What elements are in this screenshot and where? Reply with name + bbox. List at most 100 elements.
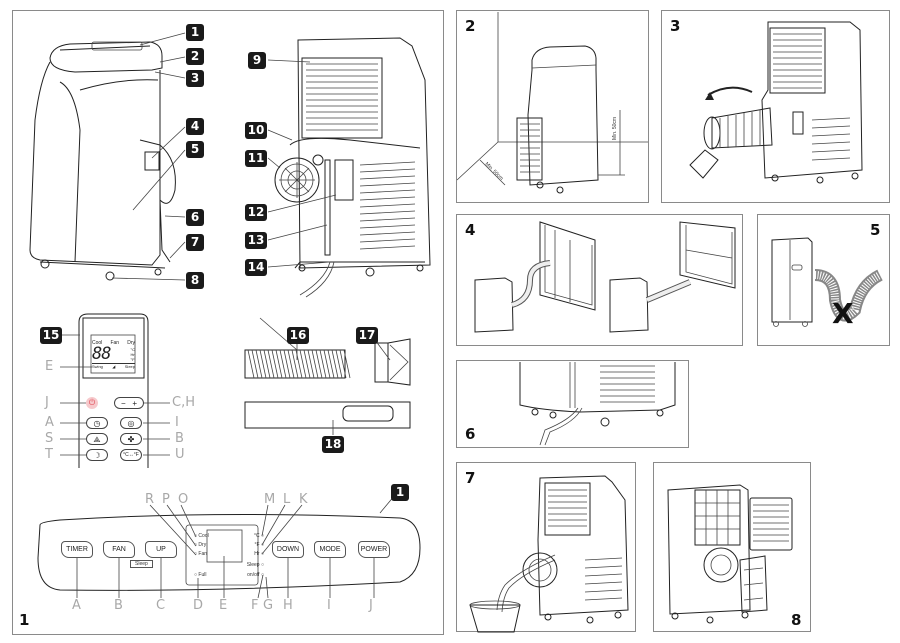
remote-label-a: A — [45, 415, 54, 430]
panel-down-button[interactable]: DOWN — [272, 541, 304, 558]
callout-18: 18 — [322, 436, 344, 453]
panel-label-g: G — [263, 598, 274, 613]
panel-label-c: C — [156, 598, 166, 613]
panel-up-button[interactable]: UP — [145, 541, 177, 558]
callout-9: 9 — [248, 52, 266, 69]
minus-icon: − — [120, 399, 126, 408]
figure-number: 2 — [465, 17, 476, 35]
panel-power-button[interactable]: POWER — [358, 541, 390, 558]
panel-timer-button[interactable]: TIMER — [61, 541, 93, 558]
callout-10: 10 — [245, 122, 267, 139]
panel-label-r: R — [145, 492, 155, 507]
panel-mode-button[interactable]: MODE — [314, 541, 346, 558]
remote-label-b: B — [175, 431, 184, 446]
lcd-unit-c: °C — [130, 347, 136, 352]
indicator-cool-label: Cool — [198, 533, 209, 539]
panel-label-e: E — [219, 598, 228, 613]
indicator-onoff-label: on/off — [247, 572, 260, 578]
indicator-fan-label: Fan — [198, 551, 208, 557]
panel-label-b: B — [114, 598, 123, 613]
figure-number: 1 — [19, 611, 30, 629]
lcd-mode-cool: Cool — [92, 340, 103, 346]
remote-swing-button[interactable]: ⟁ — [86, 433, 108, 445]
panel-label-d: D — [193, 598, 204, 613]
remote-sleep-button[interactable]: ☽ — [86, 449, 108, 461]
lcd-digits: 88 — [92, 344, 112, 364]
panel-label-i: I — [327, 598, 331, 613]
callout-13: 13 — [245, 232, 267, 249]
indicator-celsius-label: °C — [253, 533, 260, 539]
indicator-fahrenheit: °F ○ — [254, 542, 264, 548]
callout-3: 3 — [186, 70, 204, 87]
panel-label-o: O — [178, 492, 189, 507]
callout-1-panel: 1 — [391, 484, 409, 501]
callout-8: 8 — [186, 272, 204, 289]
indicator-sleep-label: Sleep — [246, 562, 260, 568]
indicator-fahrenheit-label: °F — [254, 542, 260, 548]
remote-fan-button[interactable]: ✤ — [120, 433, 142, 445]
figure-number: 5 — [870, 221, 881, 239]
incorrect-x-mark: X — [832, 297, 854, 330]
sleep-icon: ☽ — [93, 451, 101, 460]
remote-power-button[interactable]: ⏻ — [86, 397, 98, 409]
remote-unit-button[interactable]: °C↔°F — [120, 449, 142, 461]
power-icon: ⏻ — [88, 398, 96, 407]
figure-1-panel: 1 — [12, 10, 444, 635]
panel-label-k: K — [299, 492, 308, 507]
fan-icon: ✤ — [127, 435, 135, 444]
figure-number: 8 — [791, 611, 802, 629]
lcd-mode-dry: Dry — [127, 340, 135, 346]
panel-label-j: J — [369, 598, 373, 613]
remote-lcd: Cool Fan Dry 88 °C Hr °F Swing ◢ Sleep — [92, 336, 135, 373]
panel-fan-button[interactable]: FAN — [103, 541, 135, 558]
callout-2: 2 — [186, 48, 204, 65]
mode-icon: ◎ — [127, 419, 135, 428]
swing-icon: ⟁ — [93, 435, 101, 444]
indicator-sleep: Sleep ○ — [246, 562, 264, 568]
lcd-unit-hr: Hr — [130, 352, 135, 357]
panel-sleep-label: Sleep — [130, 560, 153, 568]
remote-timer-button[interactable]: ◷ — [86, 417, 108, 429]
callout-16: 16 — [287, 327, 309, 344]
callout-6: 6 — [186, 209, 204, 226]
lcd-unit-f: °F — [130, 357, 135, 362]
panel-label-a: A — [72, 598, 81, 613]
callout-14: 14 — [245, 259, 267, 276]
remote-label-e: E — [45, 359, 54, 374]
plus-icon: + — [132, 399, 137, 408]
remote-label-i: I — [175, 415, 179, 430]
lcd-mode-fan: Fan — [110, 340, 120, 346]
remote-minus-plus-button[interactable]: − + — [114, 397, 144, 409]
lcd-swing: Swing — [92, 364, 103, 369]
remote-label-t: T — [45, 447, 53, 462]
indicator-hour-label: Hr — [254, 551, 260, 557]
callout-17: 17 — [356, 327, 378, 344]
remote-mode-button[interactable]: ◎ — [120, 417, 142, 429]
indicator-dry-label: Dry — [198, 542, 207, 548]
remote-label-j: J — [45, 395, 49, 410]
callout-4: 4 — [186, 118, 204, 135]
panel-label-f: F — [251, 598, 259, 613]
remote-label-ch: C,H — [172, 395, 195, 410]
figure-number: 4 — [465, 221, 476, 239]
indicator-full: ○ Full — [194, 572, 207, 578]
figure-2-panel: 2 — [456, 10, 649, 203]
figure-number: 6 — [465, 425, 476, 443]
indicator-full-label: Full — [198, 572, 207, 578]
figure-7-panel: 7 — [456, 462, 636, 632]
lcd-sleep: Sleep — [124, 364, 135, 369]
callout-5: 5 — [186, 141, 204, 158]
indicator-celsius: °C ○ — [253, 533, 264, 539]
figure-6-panel: 6 — [456, 360, 689, 448]
panel-label-l: L — [283, 492, 291, 507]
callout-15: 15 — [40, 327, 62, 344]
